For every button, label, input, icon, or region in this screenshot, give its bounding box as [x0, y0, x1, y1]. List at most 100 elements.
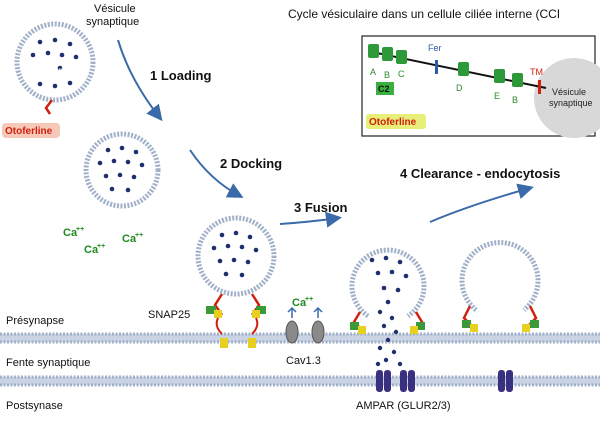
otoferline-structure-inset: Vésicule synaptique Fer A B C D E B TM C…: [361, 35, 600, 138]
glutamate-dot: [375, 270, 381, 276]
inset-domain-e: E: [494, 91, 500, 101]
glutamate-dot: [125, 187, 131, 193]
ampar-label: AMPAR (GLUR2/3): [356, 400, 451, 412]
arrow-fusion: [279, 211, 342, 228]
inset-domain-a: A: [370, 67, 376, 77]
svg-text:++: ++: [97, 243, 105, 250]
calcium-ions-left: Ca++ Ca++ Ca++: [63, 226, 143, 256]
inset-vesicle-label-1: Vésicule: [552, 87, 586, 97]
arrow-loading: [117, 39, 163, 122]
postsynase-label: Postsynase: [6, 400, 63, 412]
c2-badge: [376, 82, 394, 95]
glutamate-dot: [247, 234, 253, 240]
svg-text:Ca: Ca: [63, 227, 78, 239]
calcium-ions-channel: Ca++: [292, 296, 313, 309]
glutamate-dot: [211, 245, 217, 251]
inset-fer-label: Fer: [428, 43, 442, 53]
otoferline-label: Otoferline: [5, 126, 53, 137]
vesicle-loading: Glutamate: [14, 21, 96, 115]
domain-b2-icon: [512, 73, 523, 87]
glutamate-dot: [377, 309, 383, 315]
glutamate-dot: [397, 361, 403, 367]
glutamate-dot: [52, 83, 58, 89]
svg-text:++: ++: [76, 226, 84, 233]
glutamate-dot: [37, 81, 43, 87]
domain-a-icon: [368, 44, 379, 58]
glutamate-dot: [37, 39, 43, 45]
glutamate-dot: [393, 329, 399, 335]
svg-text:++: ++: [305, 296, 313, 303]
svg-text:++: ++: [135, 232, 143, 239]
glutamate-dot: [239, 272, 245, 278]
step-loading: 1 Loading: [150, 68, 211, 83]
glutamate-dot: [111, 158, 117, 164]
vesicule-label-line1: Vésicule: [94, 3, 136, 15]
svg-text:Ca: Ca: [292, 297, 307, 309]
svg-text:Ca: Ca: [84, 244, 99, 256]
glutamate-dot: [403, 273, 409, 279]
glutamate-dot: [139, 162, 145, 168]
glutamate-dot: [73, 54, 79, 60]
glutamate-dot: [397, 259, 403, 265]
step-fusion: 3 Fusion: [294, 200, 348, 215]
vesicle-docked: [195, 215, 277, 297]
domain-d-icon: [458, 62, 469, 76]
glutamate-dot: [377, 345, 383, 351]
glutamate-dot: [67, 80, 73, 86]
postsynaptic-membrane: [0, 375, 600, 387]
title: Cycle vésiculaire dans un cellule ciliée…: [288, 7, 560, 21]
glutamate-dot: [383, 357, 389, 363]
glutamate-dot: [30, 52, 36, 58]
fer-domain-icon: [435, 60, 438, 74]
inset-vesicle-label-2: synaptique: [549, 98, 593, 108]
glutamate-dot: [391, 349, 397, 355]
arrow-clearance: [429, 183, 534, 223]
domain-e-icon: [494, 69, 505, 83]
glutamate-dot: [375, 361, 381, 367]
inset-otoferline-label: Otoferline: [369, 117, 417, 128]
glutamate-dot: [233, 230, 239, 236]
glutamate-dot: [97, 160, 103, 166]
glutamate-dot: [125, 159, 131, 165]
glutamate-dot: [119, 145, 125, 151]
glutamate-dot: [45, 50, 51, 56]
inset-domain-c: C: [398, 69, 405, 79]
tm-domain-icon: [538, 80, 541, 94]
otoferline-protein-icon: [44, 99, 53, 115]
step-clearance: 4 Clearance - endocytosis: [400, 166, 560, 181]
cav-label: Cav1.3: [286, 355, 321, 367]
glutamate-dot: [59, 52, 65, 58]
inset-vesicle-icon: [534, 58, 600, 138]
vesicle-endocytosis: [459, 240, 541, 332]
step-docking: 2 Docking: [220, 156, 282, 171]
vesicle-fusion: [349, 247, 427, 334]
glutamate-dot: [381, 285, 387, 291]
glutamate-dot: [52, 37, 58, 43]
glutamate-dot: [109, 186, 115, 192]
glutamate-dot: [389, 269, 395, 275]
glutamate-label: Glutamate: [38, 66, 78, 75]
cav-channel-icon: [285, 306, 325, 344]
snap25-label: SNAP25: [148, 309, 190, 321]
domain-b-icon: [382, 47, 393, 61]
presynapse-label: Présynapse: [6, 315, 64, 327]
glutamate-dot: [389, 315, 395, 321]
glutamate-dot: [369, 257, 375, 263]
vesicle-docking: [83, 131, 161, 209]
glutamate-dot: [381, 323, 387, 329]
glutamate-dot: [117, 172, 123, 178]
snare-complex-left: [206, 293, 228, 348]
fente-label: Fente synaptique: [6, 357, 90, 369]
glutamate-dot: [383, 255, 389, 261]
inset-c2-label: C2: [378, 84, 390, 94]
domain-c-icon: [396, 50, 407, 64]
glutamate-dot: [217, 258, 223, 264]
glutamate-dot: [103, 173, 109, 179]
arrow-docking: [189, 149, 244, 198]
glutamate-dot: [105, 147, 111, 153]
released-glutamate: [375, 309, 403, 367]
presynaptic-membrane: [0, 332, 600, 344]
glutamate-dot: [57, 65, 63, 71]
